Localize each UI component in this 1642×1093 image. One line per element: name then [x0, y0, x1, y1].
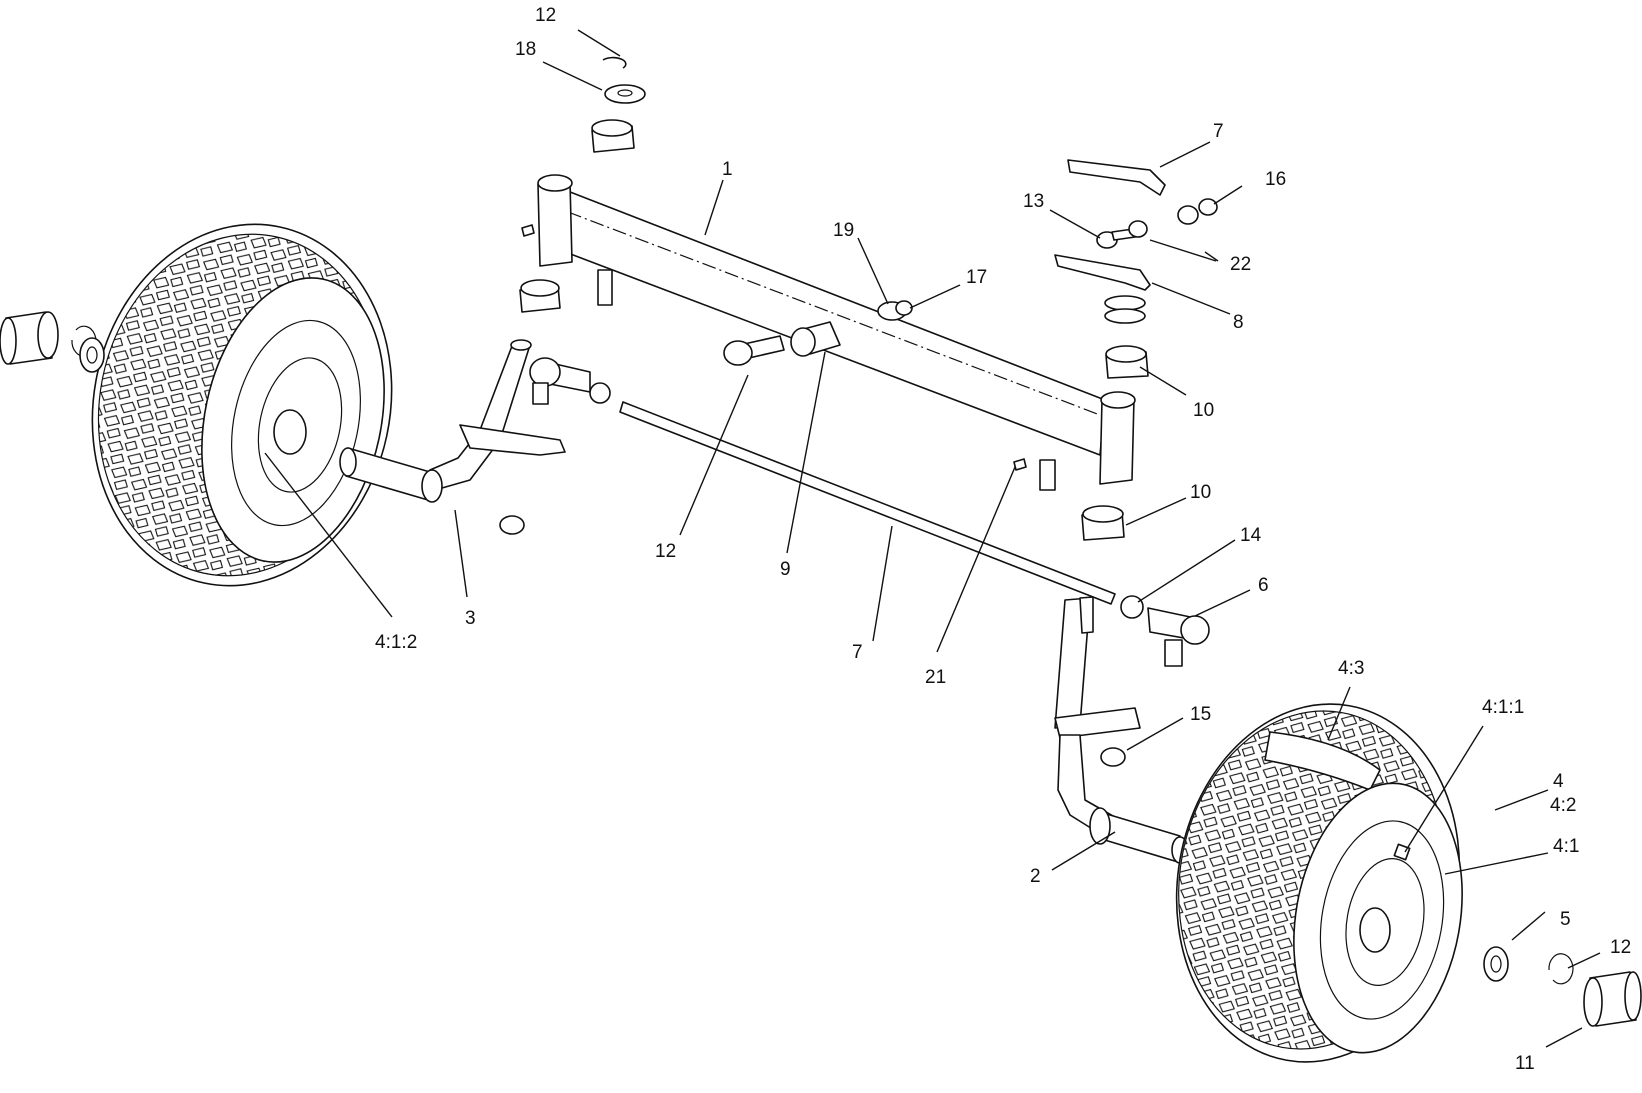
callout-1: 1 [722, 159, 733, 180]
callout-8-top: 7 [1213, 121, 1224, 142]
right-pivot-hardware [877, 159, 1218, 541]
callout-12-bottom: 12 [1610, 937, 1631, 958]
right-wheel [1175, 703, 1463, 1063]
callout-10-bottom: 10 [1190, 482, 1211, 503]
callout-21: 21 [925, 667, 946, 688]
tie-rod [619, 401, 1116, 605]
right-hub-parts [1483, 946, 1642, 1027]
callout-9: 9 [780, 559, 791, 580]
bolt [723, 335, 785, 366]
right-spindle [1054, 595, 1210, 864]
callout-2: 2 [1030, 866, 1041, 887]
callout-5: 5 [1560, 909, 1571, 930]
left-wheel [91, 223, 393, 587]
left-spindle [339, 339, 611, 535]
callout-4-3: 4:3 [1338, 658, 1364, 679]
callout-13: 12 [655, 541, 676, 562]
callout-15: 14 [1240, 525, 1262, 546]
callout-14: 13 [1023, 191, 1044, 212]
callouts: 12 18 1 7 16 13 19 22 17 8 10 10 14 12 9… [375, 5, 1631, 1074]
callout-17: 16 [1265, 169, 1286, 190]
callout-8-bottom: 8 [1233, 312, 1244, 333]
callout-22: 22 [1230, 254, 1251, 275]
left-pivot-hardware [519, 56, 646, 313]
callout-19: 18 [515, 39, 536, 60]
callout-6: 6 [1258, 575, 1269, 596]
callout-7: 7 [852, 642, 863, 663]
callout-3: 3 [465, 608, 476, 629]
callout-12-top: 12 [535, 5, 556, 26]
callout-4-1-2: 4:1:2 [375, 632, 417, 653]
callout-4-1-1: 4:1:1 [1482, 697, 1524, 718]
callout-4-1: 4:1 [1553, 836, 1579, 857]
axle-beam [537, 174, 1136, 491]
callout-20: 19 [833, 220, 854, 241]
callout-10-top: 10 [1193, 400, 1214, 421]
callout-4-2: 4:2 [1550, 795, 1576, 816]
callout-18: 17 [966, 267, 987, 288]
callout-16: 15 [1190, 704, 1211, 725]
left-hub-parts [0, 311, 105, 373]
leader-lines [264, 29, 1601, 1048]
callout-11: 11 [1515, 1053, 1535, 1074]
callout-4: 4 [1553, 771, 1564, 792]
